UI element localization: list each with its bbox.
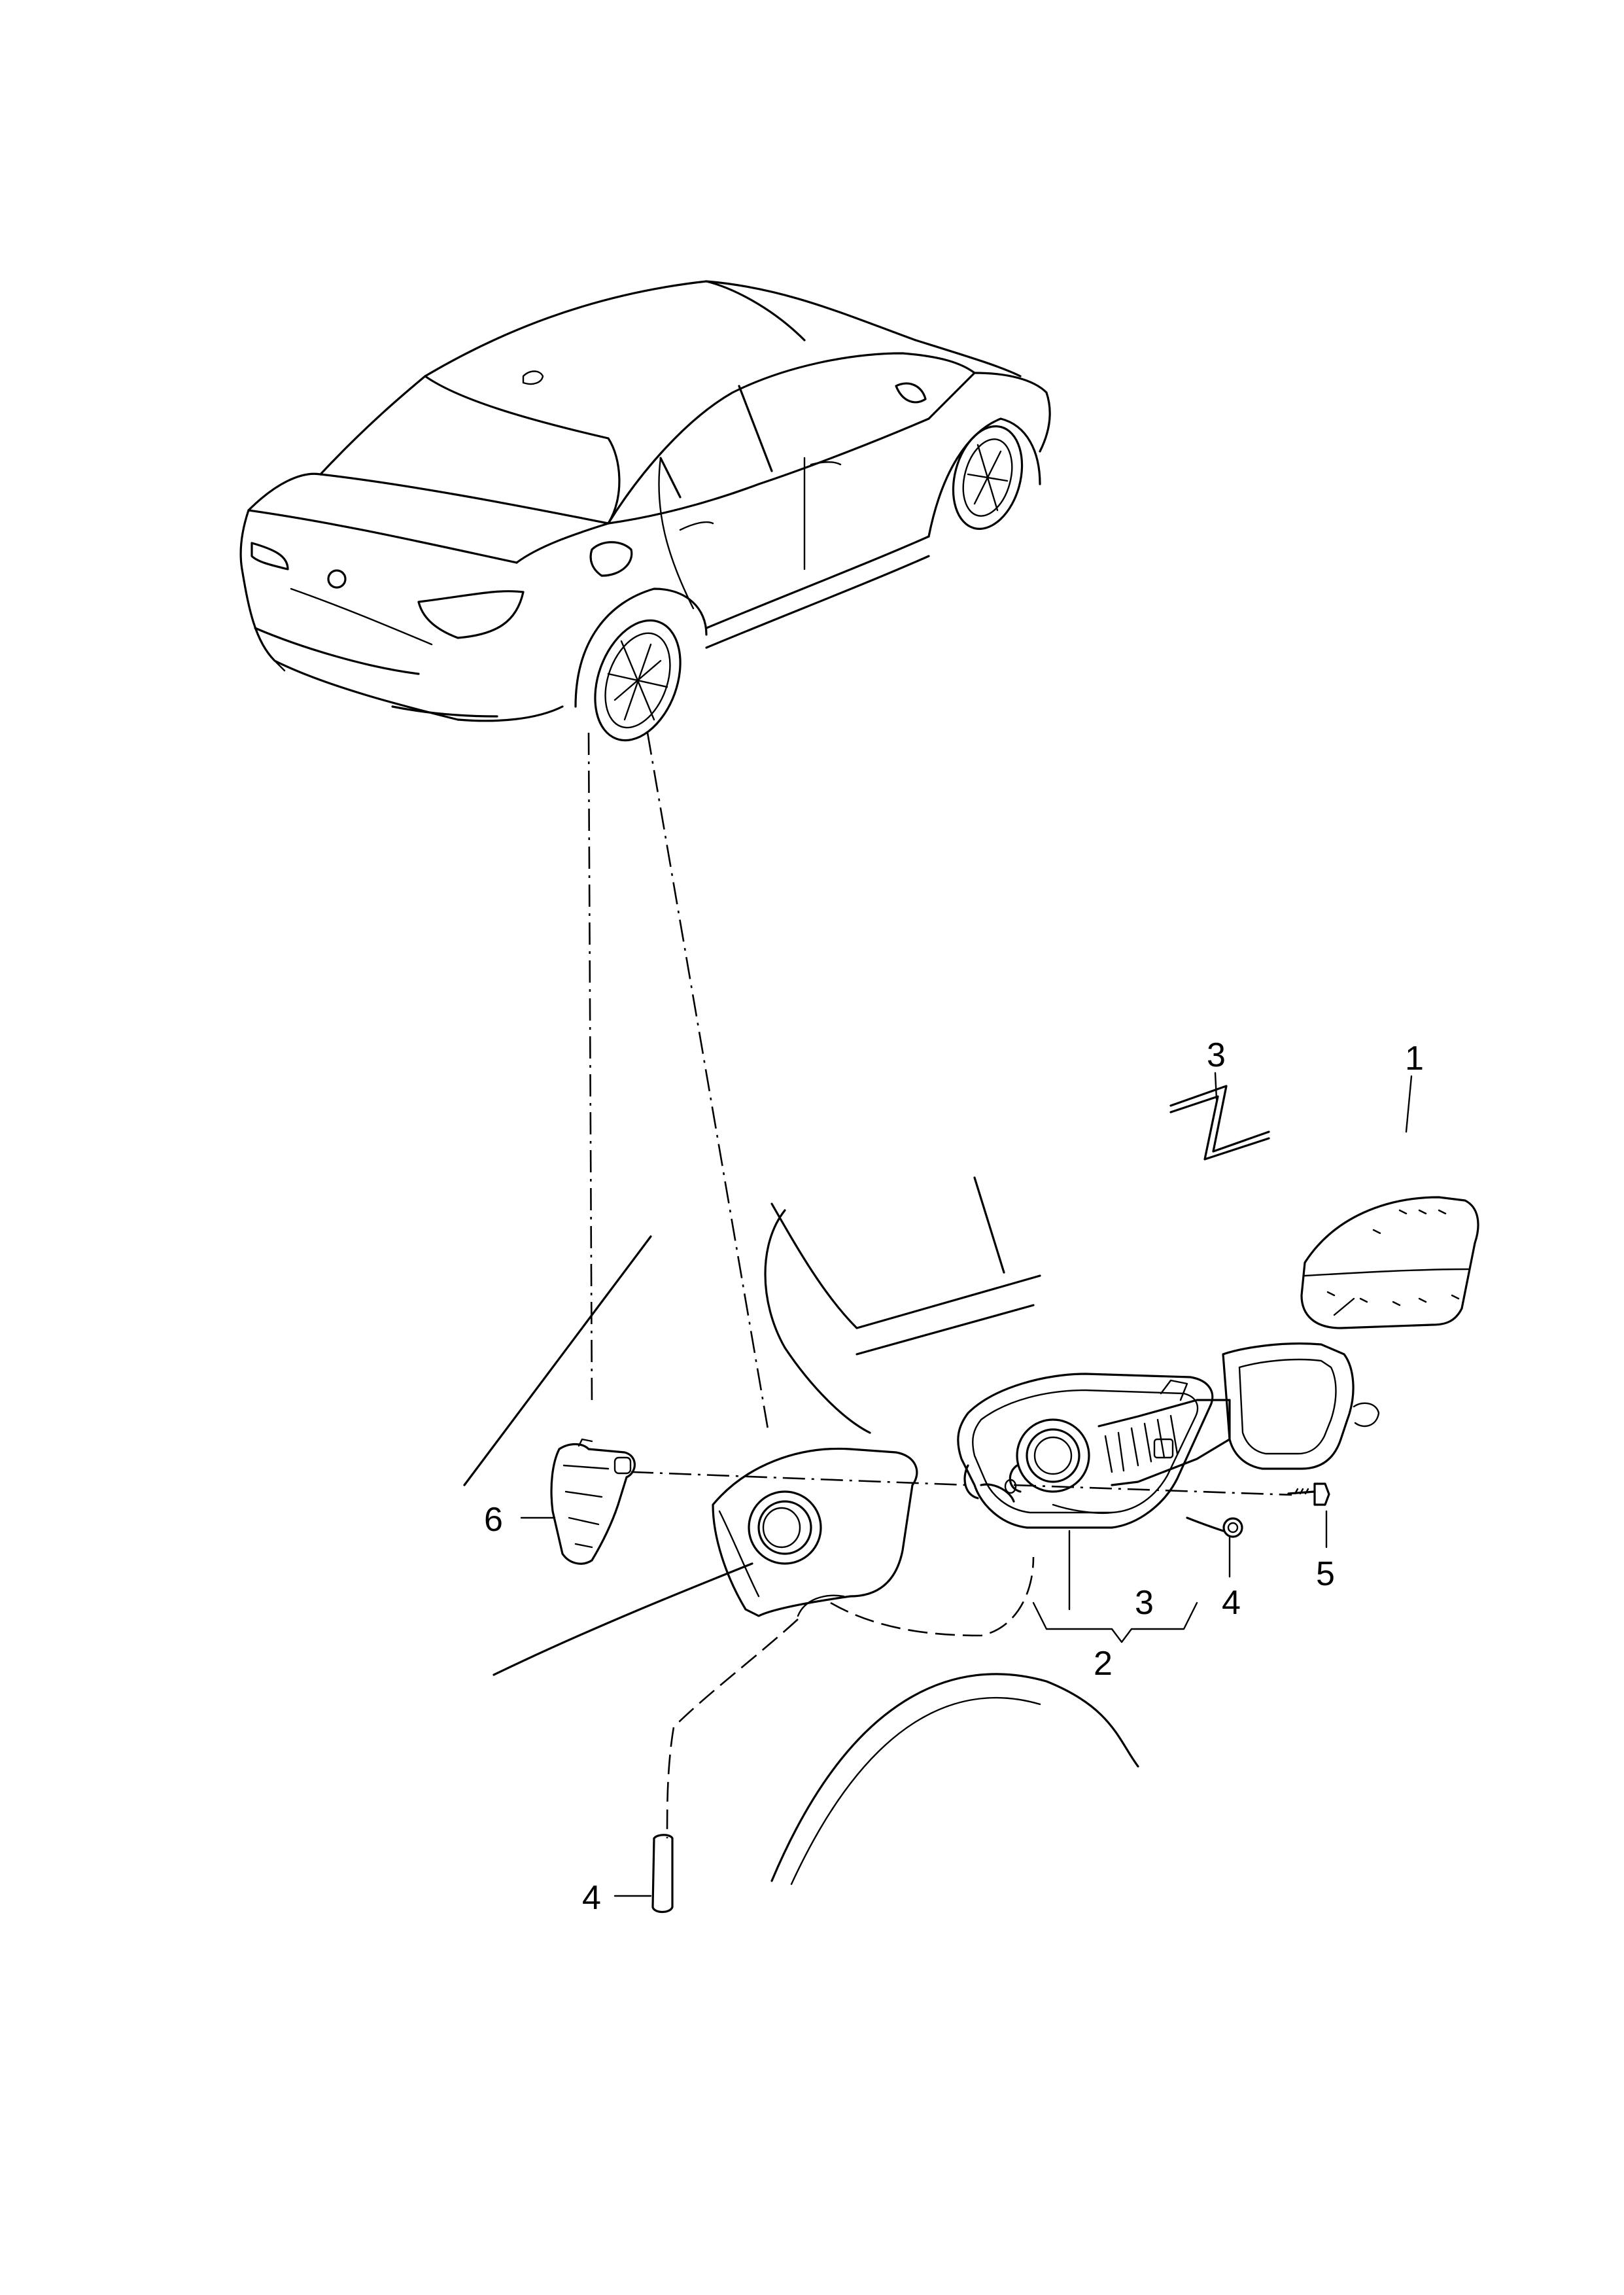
callout-3-lower: 3: [1135, 1584, 1154, 1622]
body-panel-outlines: [463, 1176, 1139, 1885]
callout-3-spring: 3: [1207, 1036, 1226, 1074]
car-illustration: [239, 280, 1051, 742]
part-3-spring: [1169, 1085, 1270, 1161]
callout-6-actuator: 6: [484, 1501, 503, 1539]
part-4-drain-hose: [651, 1834, 674, 1914]
part-1-fuel-filler-flap: [1300, 1196, 1479, 1329]
part-4-grommet: [1186, 1516, 1243, 1538]
fuel-door-housing: [712, 1447, 918, 1617]
part-2-fuel-filler-flap-assembly: [957, 1342, 1380, 1529]
callout-5-screw: 5: [1316, 1555, 1335, 1593]
callout-4-hose: 4: [582, 1879, 601, 1917]
part-6-fuel-door-actuator: [550, 1438, 636, 1565]
callout-4-grommet: 4: [1222, 1584, 1241, 1622]
callout-2-assembly: 2: [1094, 1645, 1113, 1683]
leader-lines: [587, 732, 1292, 1839]
part-5-screw: [1287, 1482, 1330, 1506]
callout-1-flap: 1: [1405, 1040, 1424, 1077]
callout-labels: 3 1 3 4 5 2 6 4: [484, 1036, 1424, 1917]
callout-leaders: [520, 1072, 1413, 1897]
